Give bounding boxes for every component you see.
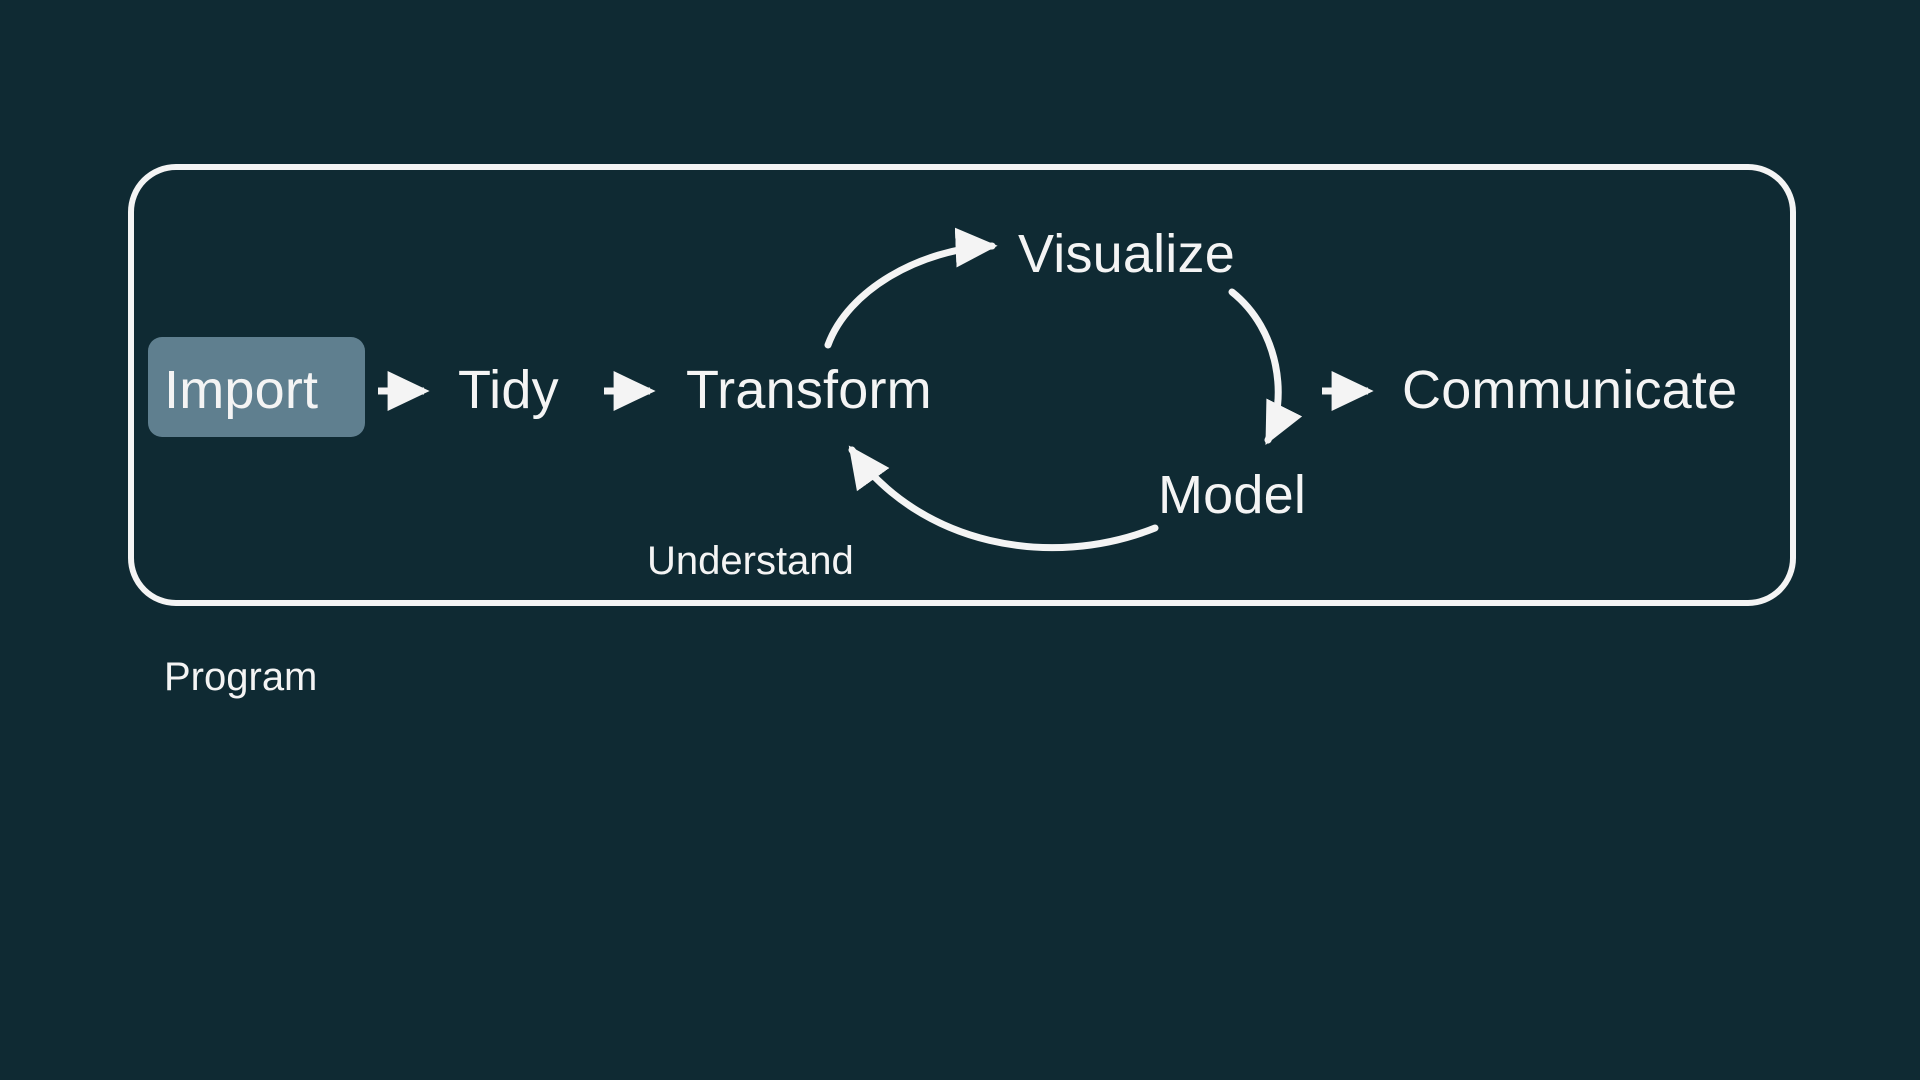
program-group-container bbox=[128, 164, 1796, 606]
import-highlight-box bbox=[148, 337, 365, 437]
node-visualize[interactable]: Visualize bbox=[1018, 224, 1235, 284]
node-transform[interactable]: Transform bbox=[686, 360, 932, 420]
label-understand: Understand bbox=[647, 539, 854, 583]
node-communicate[interactable]: Communicate bbox=[1402, 360, 1738, 420]
node-import[interactable]: Import bbox=[164, 360, 319, 420]
node-model[interactable]: Model bbox=[1158, 465, 1307, 525]
node-tidy[interactable]: Tidy bbox=[458, 360, 559, 420]
label-program: Program bbox=[164, 655, 318, 699]
